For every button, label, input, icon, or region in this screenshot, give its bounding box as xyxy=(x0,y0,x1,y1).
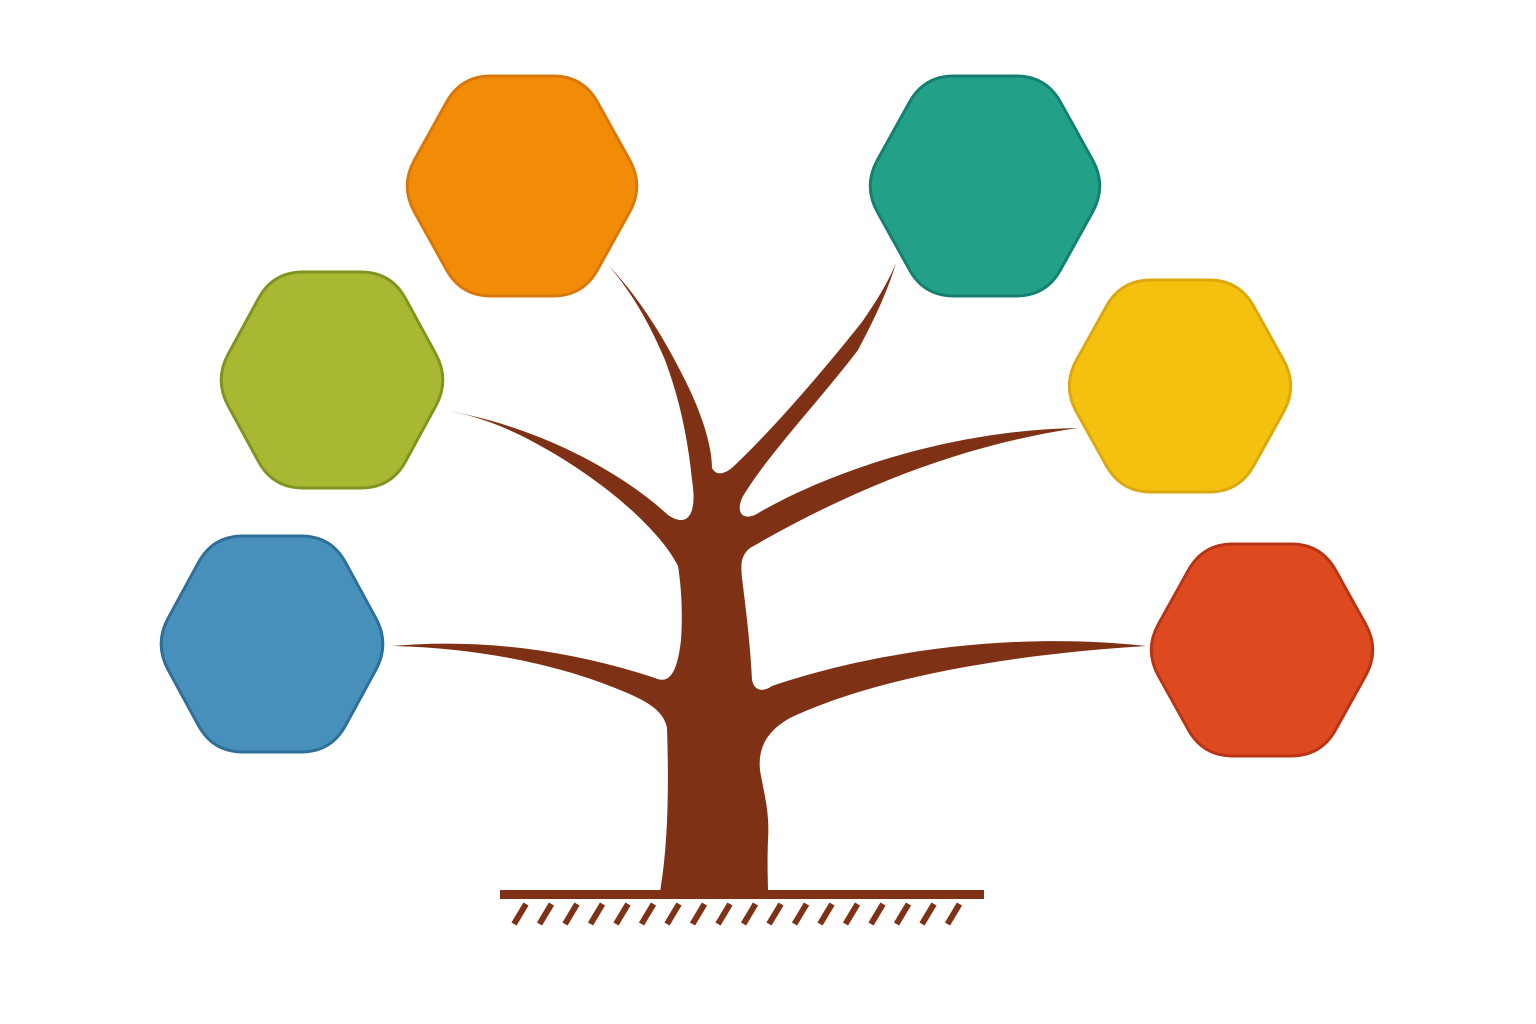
ground-hatch-mark xyxy=(791,902,810,926)
hexagon-node-green xyxy=(219,270,445,490)
ground-hatch-mark xyxy=(587,902,606,926)
tree-trunk xyxy=(392,263,1146,892)
ground-hatch-mark xyxy=(919,902,937,926)
ground-hatch-mark xyxy=(766,902,784,926)
hexagon-shape xyxy=(1067,278,1293,494)
hexagon-nodes xyxy=(159,74,1375,758)
ground-line xyxy=(500,890,984,899)
ground-hatch-mark xyxy=(715,902,733,926)
ground-hatch-mark xyxy=(944,902,963,926)
hexagon-shape xyxy=(405,74,639,298)
hexagon-node-yellow xyxy=(1067,278,1293,494)
ground-hatch-mark xyxy=(613,902,631,926)
ground-hatch-mark xyxy=(740,902,759,926)
ground-hatch-mark xyxy=(817,902,835,926)
hexagon-node-blue xyxy=(159,534,385,754)
ground-hatch-mark xyxy=(638,902,657,926)
ground-hatch-mark xyxy=(893,902,912,926)
hexagon-shape xyxy=(868,74,1102,298)
ground-hatch-mark xyxy=(664,902,682,926)
ground-hatch-mark xyxy=(536,902,555,926)
hexagon-node-orange xyxy=(405,74,639,298)
ground-hatch-mark xyxy=(689,902,708,926)
ground-hatch-mark xyxy=(562,902,580,926)
ground-hatch-mark xyxy=(511,902,529,926)
hexagon-node-red xyxy=(1149,542,1375,758)
ground-hatch-mark xyxy=(868,902,886,926)
ground-hatch-mark xyxy=(842,902,861,926)
hexagon-shape xyxy=(1149,542,1375,758)
ground-hatch xyxy=(511,902,963,926)
hexagon-shape xyxy=(219,270,445,490)
hexagon-node-teal xyxy=(868,74,1102,298)
hexagon-shape xyxy=(159,534,385,754)
